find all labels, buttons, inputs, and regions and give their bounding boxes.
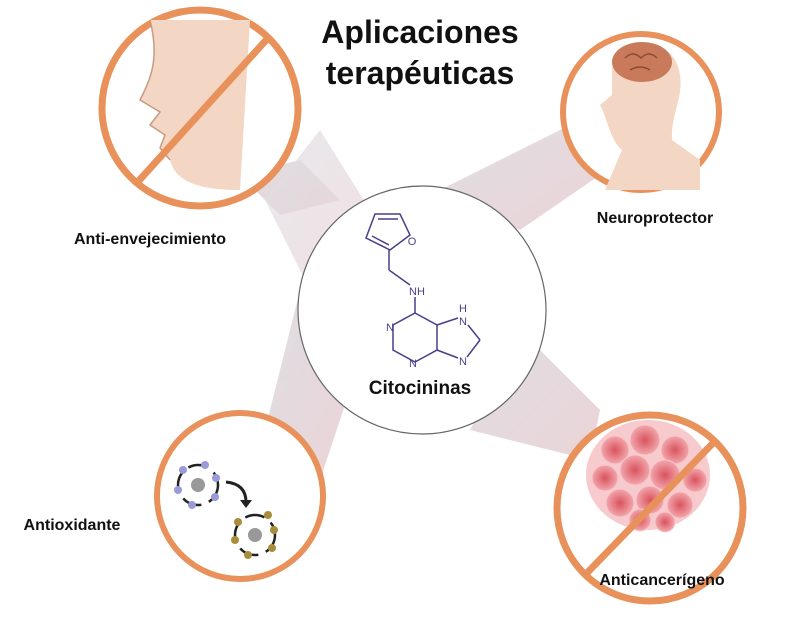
atom-h: H (459, 303, 467, 315)
title-line2: terapéuticas (326, 55, 515, 91)
label-neuroprotector: Neuroprotector (597, 210, 713, 227)
atom-n2: N (409, 358, 417, 370)
node-neuroprotector: Neuroprotector (560, 31, 722, 227)
node-anticancer: Anticancerígeno (553, 411, 747, 605)
brain-head-icon (600, 42, 700, 191)
center-node: O NH N N N N H Citocininas (297, 185, 547, 435)
label-antioxidant: Antioxidante (24, 517, 121, 534)
title-line1: Aplicaciones (321, 14, 518, 50)
label-anticancer: Anticancerígeno (599, 572, 725, 589)
atom-n3: N (459, 356, 467, 368)
prohibition-slash-icon (582, 437, 719, 578)
center-label: Citocininas (369, 378, 471, 399)
label-anti-aging: Anti-envejecimiento (74, 231, 226, 248)
atom-n4: N (459, 316, 467, 328)
node-anti-aging: Anti-envejecimiento (74, 6, 302, 248)
prohibition-slash-icon (132, 35, 271, 188)
node-antioxidant: Antioxidante (24, 410, 326, 582)
atom-o: O (408, 236, 417, 248)
atom-nh: NH (409, 286, 425, 298)
kinetin-molecule-icon (365, 213, 481, 363)
atom-n1: N (386, 322, 394, 334)
electron-transfer-icon (174, 461, 278, 559)
